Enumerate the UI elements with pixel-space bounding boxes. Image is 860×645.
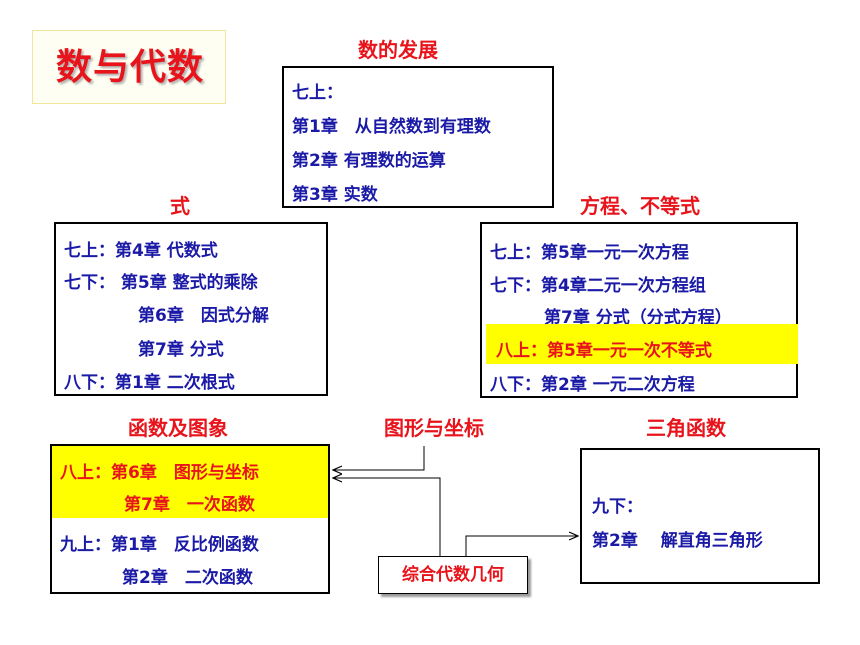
trig-line: 九下： <box>592 497 643 517</box>
expression-line: 第7章 分式 <box>138 340 224 360</box>
arrow-comprehensive-to-trig <box>465 536 578 556</box>
expression-heading: 式 <box>170 194 190 218</box>
functions-line: 九上：第1章 反比例函数 <box>60 535 259 555</box>
functions-box: 八上：第6章 图形与坐标 第7章 一次函数 九上：第1章 反比例函数 第2章 二… <box>50 444 330 594</box>
equations-box: 七上：第5章一元一次方程 七下：第4章二元一次方程组 第7章 分式（分式方程） … <box>480 222 798 398</box>
number-dev-line: 第2章 有理数的运算 <box>292 151 446 171</box>
title-box: 数与代数 <box>32 30 226 104</box>
equations-highlight <box>486 324 798 364</box>
expression-box: 七上：第4章 代数式 七下： 第5章 整式的乘除 第6章 因式分解 第7章 分式… <box>54 222 328 396</box>
trig-box: 九下： 第2章 解直角三角形 <box>580 448 820 584</box>
functions-highlight <box>52 446 328 518</box>
expression-line: 七下： 第5章 整式的乘除 <box>64 273 258 293</box>
page-title: 数与代数 <box>55 47 204 88</box>
arrow-coordinates-to-functions <box>333 446 425 470</box>
expression-line: 七上：第4章 代数式 <box>64 241 218 261</box>
equations-line: 第7章 分式（分式方程） <box>544 308 732 328</box>
number-dev-line: 七上： <box>292 83 343 103</box>
comprehensive-box: 综合代数几何 <box>378 556 528 594</box>
functions-heading: 函数及图象 <box>128 416 228 440</box>
coordinates-heading: 图形与坐标 <box>384 416 484 440</box>
comprehensive-label: 综合代数几何 <box>402 565 504 585</box>
trig-heading: 三角函数 <box>646 416 726 440</box>
equations-heading: 方程、不等式 <box>580 194 700 218</box>
functions-line-highlighted: 八上：第6章 图形与坐标 <box>60 463 259 483</box>
number-dev-line: 第1章 从自然数到有理数 <box>292 117 491 137</box>
expression-line: 八下：第1章 二次根式 <box>64 373 235 393</box>
equations-line: 七下：第4章二元一次方程组 <box>490 276 706 296</box>
functions-line-highlighted: 第7章 一次函数 <box>124 495 255 515</box>
number-dev-box: 七上： 第1章 从自然数到有理数 第2章 有理数的运算 第3章 实数 <box>282 66 554 208</box>
expression-line: 第6章 因式分解 <box>138 306 269 326</box>
equations-line: 八下：第2章 一元二次方程 <box>490 375 695 395</box>
trig-line: 第2章 解直角三角形 <box>592 531 763 551</box>
arrow-comprehensive-to-functions <box>333 478 441 556</box>
number-dev-line: 第3章 实数 <box>292 185 378 205</box>
functions-line: 第2章 二次函数 <box>122 568 253 588</box>
number-dev-heading: 数的发展 <box>358 38 438 62</box>
equations-line-highlighted: 八上：第5章一元一次不等式 <box>496 341 712 361</box>
equations-line: 七上：第5章一元一次方程 <box>490 243 689 263</box>
